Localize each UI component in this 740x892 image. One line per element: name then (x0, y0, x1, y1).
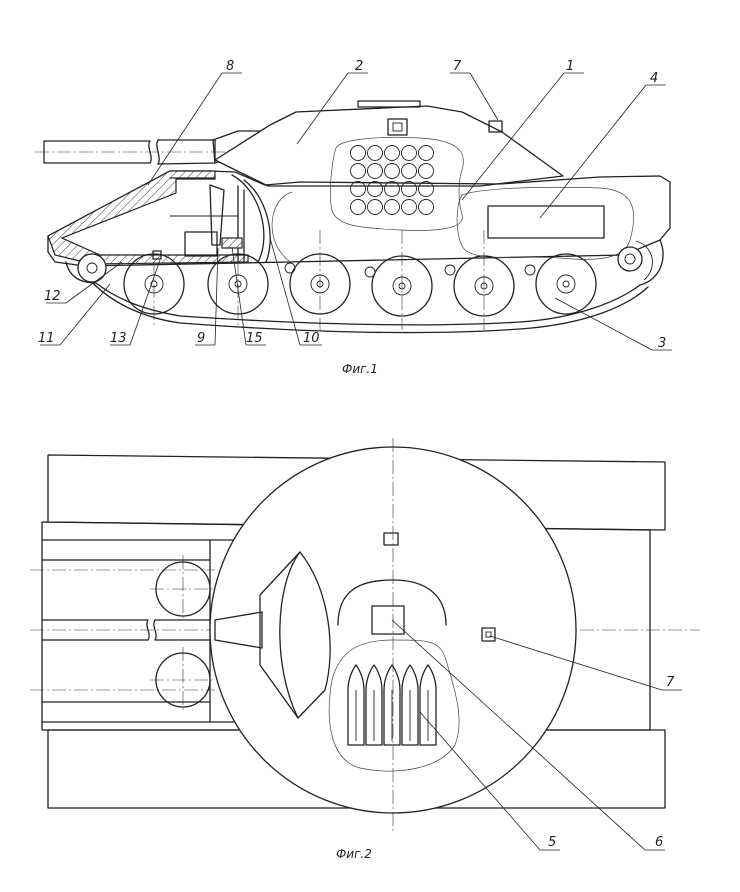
drive-sprocket (77, 246, 643, 283)
internal-box (487, 205, 605, 239)
wheel-axle (562, 280, 570, 288)
ammo-round-end (401, 145, 417, 161)
wheel-hub (556, 274, 576, 294)
ammunition-rounds (347, 664, 437, 746)
ammo-round-end (418, 181, 434, 197)
ammunition-rack (330, 136, 464, 231)
label-3: 3 (658, 336, 666, 351)
figure-2-caption: Фиг.2 (336, 847, 372, 861)
label-12: 12 (44, 289, 61, 304)
gun-barrel (35, 139, 230, 165)
gun-mount-top (214, 551, 331, 719)
ammo-round-end (350, 199, 366, 215)
cupola-top (328, 532, 496, 772)
ammo-round-end (418, 199, 434, 215)
label-11: 11 (38, 331, 55, 346)
sight-device-top (481, 627, 496, 642)
hatch-6 (371, 605, 405, 635)
label-13: 13 (110, 331, 127, 346)
track (65, 239, 664, 334)
crew-compartment-section (47, 170, 271, 265)
ammo-round-end (384, 199, 400, 215)
figure-2-top-view: 7 5 6 Фиг.2 (30, 438, 700, 861)
ammo-round-end (350, 181, 366, 197)
label-1: 1 (566, 59, 574, 74)
leaders-fig2 (391, 619, 682, 851)
leaders-fig1 (40, 72, 672, 351)
ammo-shell (347, 664, 365, 746)
ammo-round-end (367, 199, 383, 215)
ammo-round-end (384, 163, 400, 179)
ammo-shell (365, 664, 383, 746)
label-15: 15 (246, 331, 263, 346)
label-8: 8 (226, 59, 234, 74)
ammo-round-end (418, 163, 434, 179)
label-6: 6 (655, 835, 663, 850)
labels-fig1: 8 2 7 1 4 12 11 13 9 15 10 3 (38, 59, 666, 351)
ammo-round-end (401, 181, 417, 197)
wheel-centerlines (153, 230, 485, 330)
turret-top (209, 438, 577, 832)
road-wheel (535, 253, 597, 315)
label-7: 7 (453, 59, 462, 74)
ammo-round-end (418, 145, 434, 161)
wheels-top (150, 555, 216, 712)
mechanism-block (221, 237, 243, 249)
ammo-round-end (367, 145, 383, 161)
ammo-shell (383, 664, 401, 746)
ammo-round-end (350, 145, 366, 161)
label-10: 10 (303, 331, 320, 346)
ammo-round-end (401, 163, 417, 179)
ammo-round-end (350, 163, 366, 179)
labels-fig2: 7 5 6 (548, 675, 675, 850)
ammo-round-end (401, 199, 417, 215)
ammo-round-end (384, 145, 400, 161)
turret-hatch (387, 118, 408, 136)
ammo-shell (419, 664, 437, 746)
figure-1-side-view: 8 2 7 1 4 12 11 13 9 15 10 3 Фиг.1 (35, 59, 672, 376)
label-4: 4 (650, 71, 658, 86)
label-2: 2 (355, 59, 363, 74)
sight-device (488, 120, 503, 133)
ammo-round-end (384, 181, 400, 197)
label-9: 9 (197, 331, 205, 346)
top-port (383, 532, 399, 546)
label-5: 5 (548, 835, 556, 850)
ammo-shell (401, 664, 419, 746)
support-rollers (284, 262, 536, 278)
figure-1-caption: Фиг.1 (342, 362, 378, 376)
turret (214, 100, 564, 187)
ammo-round-end (367, 163, 383, 179)
ammo-round-end (367, 181, 383, 197)
label-7-top: 7 (666, 675, 675, 690)
